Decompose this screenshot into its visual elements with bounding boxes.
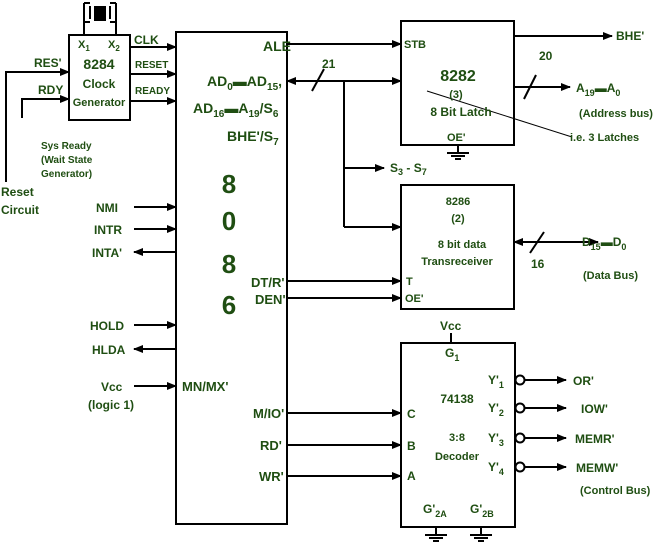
bus-width-21: 21 <box>322 57 336 71</box>
intr-label: INTR <box>94 223 122 237</box>
nmi-label: NMI <box>96 201 118 215</box>
cpu-8086-block <box>175 31 288 525</box>
reset-circuit-label-2: Circuit <box>1 203 39 217</box>
xcvr-chip-number: 8286 <box>446 196 470 208</box>
decoder-74138-block <box>400 342 516 528</box>
ale-pin: ALE <box>263 38 291 54</box>
cpu-digit: 6 <box>222 290 236 320</box>
clock-name: Clock <box>83 77 116 91</box>
rdy-label: RDY <box>38 83 63 97</box>
bus-slash-16 <box>529 231 545 254</box>
vcc-label: Vcc <box>101 380 123 394</box>
sys-ready-label-2: (Wait State <box>41 155 93 166</box>
xcvr-oe-pin: OE' <box>405 293 424 305</box>
bhe-s7-pin: BHE'/S7 <box>227 128 279 148</box>
reset-label: RESET <box>135 60 168 71</box>
memr-output-label: MEMR' <box>575 432 615 446</box>
g1-pin: G1 <box>445 346 459 363</box>
address-bus-signal: A19▬A0 <box>576 81 620 98</box>
clk-label: CLK <box>134 33 159 47</box>
ground-icon <box>470 527 492 542</box>
control-bus-label: (Control Bus) <box>580 485 651 497</box>
memw-output-label: MEMW' <box>576 461 618 475</box>
y3-pin: Y'3 <box>488 431 504 448</box>
latch-note: i.e. 3 Latches <box>570 132 639 144</box>
g2b-pin: G'2B <box>470 502 494 519</box>
cpu-digit: 8 <box>222 169 236 199</box>
den-pin: DEN' <box>255 292 286 307</box>
xcvr-desc-2: Transreceiver <box>421 256 493 268</box>
crystal-icon <box>83 2 117 35</box>
address-bus-label: (Address bus) <box>579 108 653 120</box>
decoder-vcc-label: Vcc <box>440 319 462 333</box>
data-bus-label: (Data Bus) <box>583 270 638 282</box>
y1-pin: Y'1 <box>488 373 504 390</box>
ready-label: READY <box>135 86 170 97</box>
decoder-c-pin: C <box>407 407 416 421</box>
mio-pin: M/IO' <box>253 406 284 421</box>
decoder-desc: 3:8 <box>449 432 465 444</box>
decoder-output-wires <box>514 374 567 473</box>
ad16-19-pin: AD16▬A19/S6 <box>193 100 279 120</box>
s3-s7-label: S3 - S7 <box>390 161 427 177</box>
hold-label: HOLD <box>90 319 124 333</box>
or-output-label: OR' <box>573 374 594 388</box>
g2a-pin: G'2A <box>423 502 447 519</box>
sys-ready-label-3: Generator) <box>41 169 92 180</box>
mnmx-pin: MN/MX' <box>182 379 228 394</box>
cpu-digit: 8 <box>222 249 236 279</box>
clock-chip-number: 8284 <box>83 56 114 72</box>
note-pointer-line <box>426 90 573 138</box>
xcvr-t-pin: T <box>406 276 413 288</box>
ad0-15-pin: AD0▬AD15, <box>207 73 282 93</box>
y2-pin: Y'2 <box>488 401 504 418</box>
data-bus-signal: D15▬D0 <box>582 235 626 252</box>
rdy-wire <box>21 95 70 118</box>
latch-desc: 8 Bit Latch <box>430 105 491 119</box>
latch-oe-pin: OE' <box>447 132 466 144</box>
cpu-digit: 0 <box>222 206 236 236</box>
res-label: RES' <box>34 56 62 70</box>
latch-8282-block <box>400 20 515 146</box>
hlda-label: HLDA <box>92 343 126 357</box>
inta-label: INTA' <box>92 246 122 260</box>
y4-pin: Y'4 <box>488 460 504 477</box>
transceiver-8286-block <box>400 184 515 310</box>
xcvr-desc: 8 bit data <box>438 239 487 251</box>
sys-ready-label: Sys Ready <box>41 141 92 152</box>
bus-width-16: 16 <box>531 257 545 271</box>
decoder-a-pin: A <box>407 469 416 483</box>
iow-output-label: IOW' <box>581 402 608 416</box>
x2-label: X2 <box>108 39 120 53</box>
ground-icon <box>425 527 447 542</box>
stb-pin: STB <box>404 39 426 51</box>
clock-name-2: Generator <box>73 97 126 109</box>
x1-label: X1 <box>78 39 90 53</box>
bhe-out-label: BHE' <box>616 29 644 43</box>
res-wire <box>5 68 70 182</box>
latch-chip-number: 8282 <box>440 68 476 85</box>
decoder-chip-number: 74138 <box>440 392 474 406</box>
decoder-desc-2: Decoder <box>435 451 480 463</box>
wr-pin: WR' <box>259 469 284 484</box>
wires <box>5 32 613 542</box>
bus-slash-20 <box>523 74 537 100</box>
dtr-pin: DT/R' <box>251 275 284 290</box>
bus-slash-21 <box>311 68 325 92</box>
clock-generator-block <box>68 34 131 121</box>
latch-count: (3) <box>449 89 463 101</box>
xcvr-count: (2) <box>451 213 465 225</box>
decoder-b-pin: B <box>407 439 416 453</box>
ground-icon <box>447 152 469 160</box>
reset-circuit-label: Reset <box>1 185 34 199</box>
rd-pin: RD' <box>260 438 282 453</box>
bus-width-20: 20 <box>539 49 553 63</box>
logic-1-label: (logic 1) <box>88 398 134 412</box>
